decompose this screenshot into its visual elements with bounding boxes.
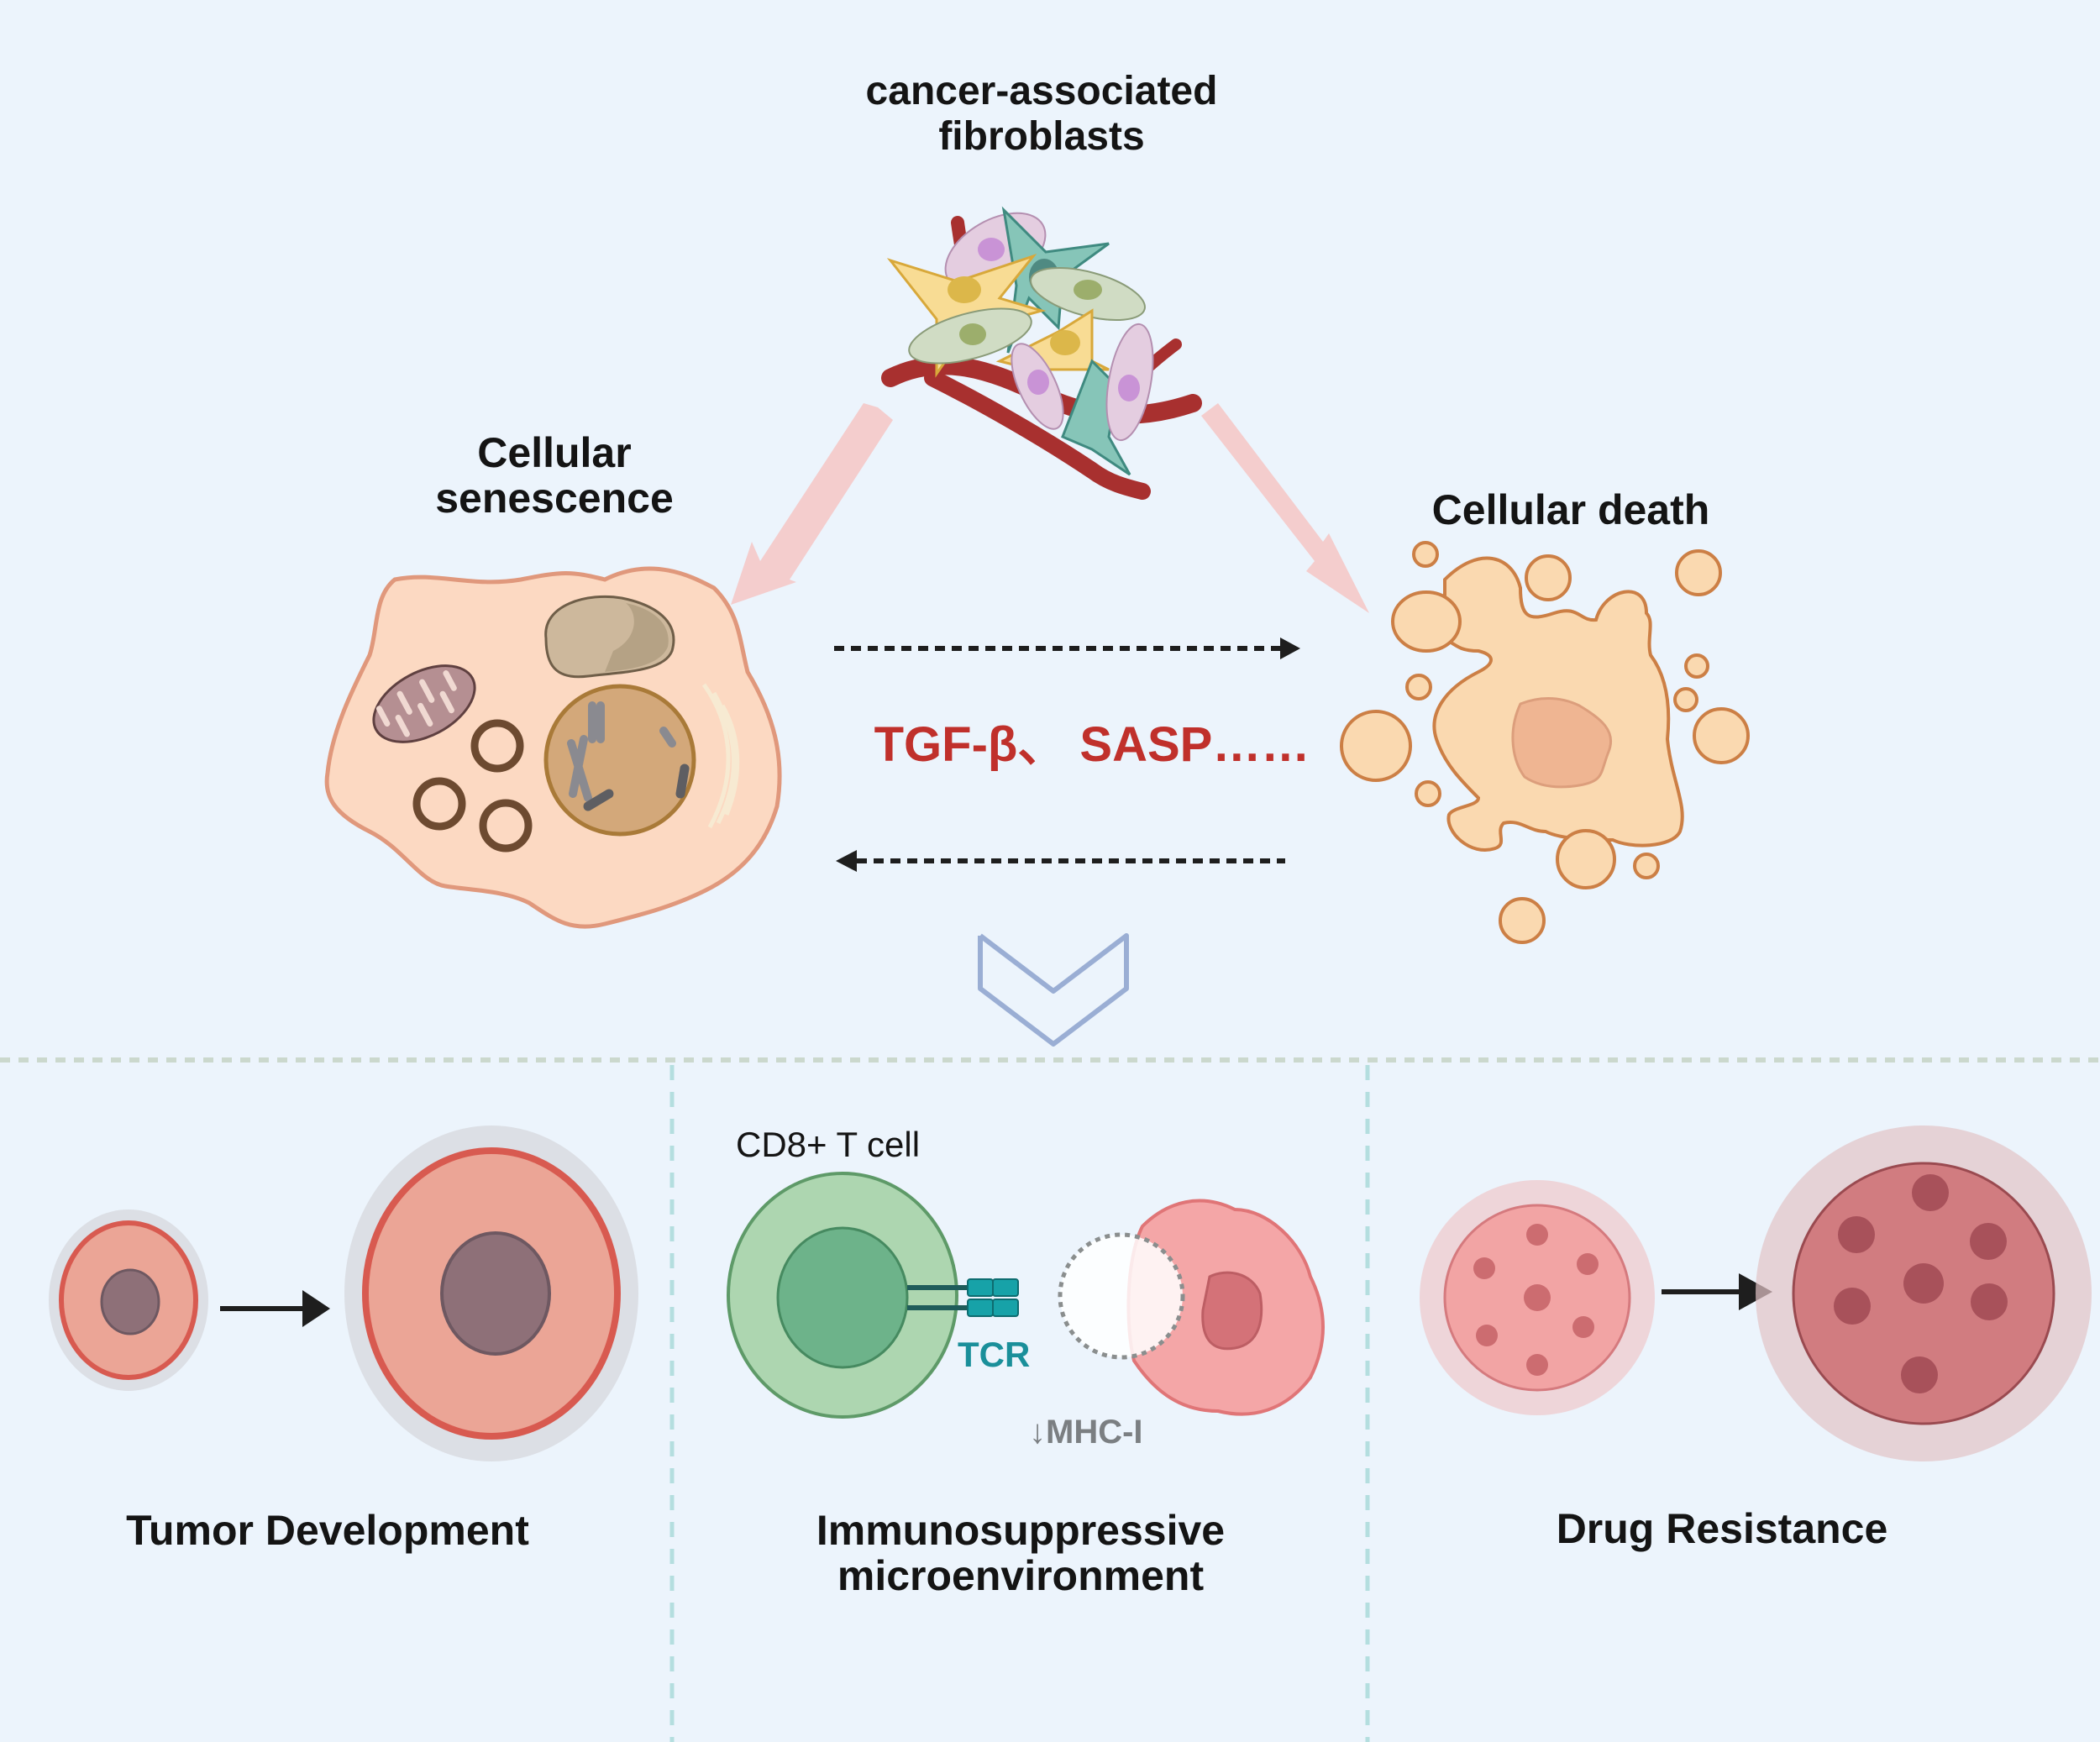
chevron-down-icon bbox=[978, 933, 1129, 1047]
cd8-t-cell-label: CD8+ T cell bbox=[736, 1125, 921, 1164]
senescence-label: Cellular senescence bbox=[386, 430, 722, 521]
tumor-cell-icon bbox=[1126, 1199, 1325, 1416]
fibroblast-cluster-icon bbox=[881, 206, 1202, 500]
arrow-death-to-senescence bbox=[836, 850, 1285, 872]
large-tumor-icon bbox=[344, 1125, 638, 1461]
panel-label-line2: microenvironment bbox=[837, 1552, 1205, 1599]
arrow-to-death bbox=[1201, 403, 1369, 613]
mhc-loss-indicator bbox=[1058, 1232, 1185, 1360]
resistant-tumor-cluster-icon bbox=[1756, 1125, 2092, 1461]
dying-cell-icon bbox=[1340, 541, 1750, 944]
senescent-cell-icon bbox=[324, 566, 782, 929]
mediators-label: TGF-β、 SASP…… bbox=[874, 717, 1310, 772]
mhc-i-label: ↓MHC-I bbox=[1029, 1414, 1143, 1451]
fibroblast-title-line2: fibroblasts bbox=[938, 114, 1145, 159]
arrow-to-senescence bbox=[731, 403, 893, 605]
fibroblast-title: cancer-associated fibroblasts bbox=[790, 69, 1294, 160]
t-cell-icon bbox=[727, 1172, 958, 1419]
sensitive-tumor-cluster-icon bbox=[1420, 1180, 1655, 1415]
tcr-label: TCR bbox=[958, 1335, 1031, 1374]
arrow-senescence-to-death bbox=[834, 638, 1300, 659]
panel-label-line1: Immunosuppressive bbox=[816, 1507, 1226, 1554]
cell-death-label: Cellular death bbox=[1431, 486, 1710, 533]
senescence-label-line2: senescence bbox=[435, 475, 674, 522]
panel-label-tumor-development: Tumor Development bbox=[126, 1507, 529, 1554]
drug-resistance-arrowhead bbox=[1739, 1273, 1772, 1310]
small-tumor-icon bbox=[49, 1209, 208, 1391]
tcr-receptor-icon bbox=[907, 1278, 1019, 1317]
tumor-growth-arrowhead bbox=[302, 1290, 330, 1327]
fibroblast-title-line1: cancer-associated bbox=[865, 69, 1218, 113]
panel-label-drug-resistance: Drug Resistance bbox=[1556, 1505, 1888, 1552]
panel-label-immunosuppressive: Immunosuppressive microenvironment bbox=[756, 1508, 1285, 1598]
senescence-label-line1: Cellular bbox=[477, 429, 632, 476]
